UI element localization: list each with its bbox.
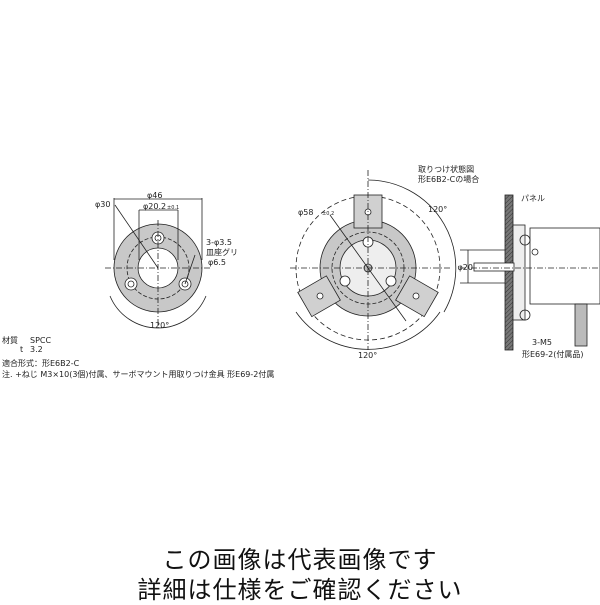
angle-bottom: 120° — [358, 351, 377, 360]
dim-d58: φ58 — [298, 208, 313, 217]
dim-d65: φ6.5 — [208, 258, 226, 267]
flange-front-view — [105, 198, 212, 330]
holes-label: 3-φ3.5 — [206, 238, 232, 247]
thickness-value: 3.2 — [30, 345, 43, 354]
angle-top: 120° — [428, 205, 447, 214]
dim-d58-tol: ±0.2 — [322, 211, 334, 217]
material-value: SPCC — [30, 336, 51, 345]
dim-d46: φ46 — [147, 191, 162, 200]
mount-title-2: 形E6B2-Cの場合 — [418, 174, 479, 184]
dim-d20: φ20.2 — [143, 202, 166, 211]
thickness-label: t — [20, 345, 23, 354]
angle-120: 120° — [150, 321, 169, 330]
dim-d20-tol: ±0.1 — [167, 205, 179, 211]
note: 注. +ねじ M3×10(3個)付属、サーボマウント用取りつけ金具 形E69-2… — [2, 369, 274, 379]
dim-d20-side: φ20 — [458, 263, 473, 272]
screws-label: 3-M5 — [532, 338, 552, 347]
compat-model: 適合形式：形E6B2-C — [2, 358, 80, 368]
footer-line-2: 詳細は仕様をご確認ください — [137, 576, 463, 604]
mounting-view — [290, 170, 457, 350]
side-view — [460, 194, 600, 351]
panel-label: パネル — [521, 194, 545, 203]
bracket-label: 形E69-2(付属品) — [522, 349, 583, 359]
material-label: 材質 — [2, 335, 18, 345]
footer-line-1: この画像は代表画像です — [162, 546, 438, 574]
mount-title-1: 取りつけ状態図 — [418, 164, 474, 174]
counterbore-label: 皿座グリ — [206, 247, 238, 257]
dim-d30: φ30 — [95, 200, 110, 209]
